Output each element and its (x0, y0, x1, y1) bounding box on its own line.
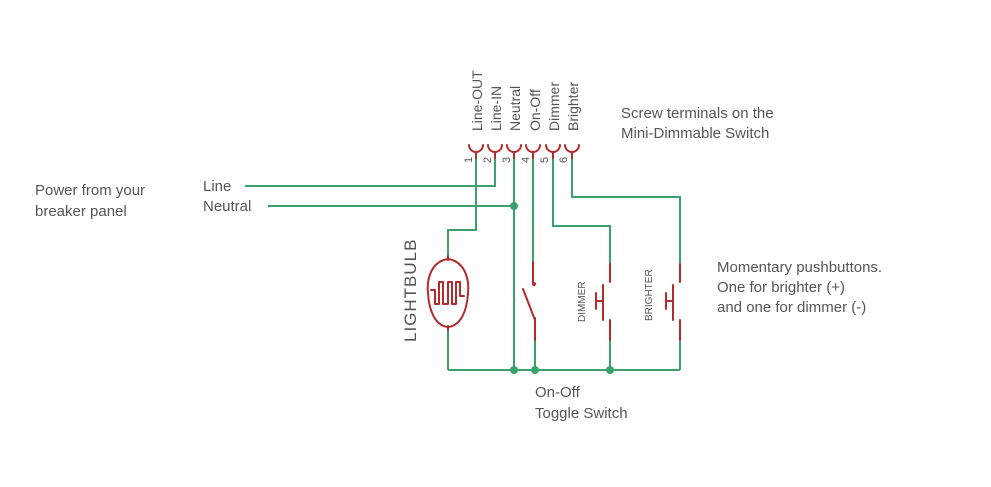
junction-bottom-1 (510, 366, 518, 374)
terminal-3-name: Neutral (507, 86, 523, 131)
brighter-button-icon (665, 263, 681, 341)
terminal-4-number: 4 (520, 157, 532, 163)
terminal-4-symbol (525, 144, 541, 159)
terminal-2-name: Line-IN (488, 86, 504, 131)
lightbulb: LIGHTBULB (401, 239, 470, 342)
brighter-pushbutton: BRIGHTER (644, 263, 681, 341)
terminal-1-symbol (468, 144, 484, 159)
toggle-note-2: Toggle Switch (535, 405, 628, 422)
dimmer-pushbutton: DIMMER (577, 263, 611, 341)
wire-brighter (571, 158, 681, 264)
terminal-6-number: 6 (558, 157, 570, 163)
wire-line-out (447, 158, 477, 256)
terminal-2-number: 2 (482, 157, 494, 163)
junctions (510, 202, 614, 374)
pushbuttons-note-1: Momentary pushbuttons. (717, 259, 882, 276)
toggle-contact-icon (532, 282, 536, 286)
supply-line-label: Line (203, 178, 231, 195)
terminal-5-symbol (545, 144, 561, 159)
dimmer-button-icon (595, 263, 611, 341)
lightbulb-label: LIGHTBULB (401, 239, 420, 342)
terminal-2-symbol (487, 144, 503, 159)
wire-dimmer (552, 158, 611, 264)
power-source-note-1: Power from your (35, 182, 145, 199)
lightbulb-icon (426, 255, 470, 331)
terminals-note-2: Mini-Dimmable Switch (621, 125, 769, 142)
dimmer-label: DIMMER (577, 281, 588, 322)
terminals-note-1: Screw terminals on the (621, 105, 774, 122)
terminal-5-name: Dimmer (546, 82, 562, 131)
screw-terminals (468, 144, 580, 159)
toggle-switch-icon (522, 261, 536, 341)
pushbuttons-note-3: and one for dimmer (-) (717, 299, 866, 316)
terminal-6-name: Brighter (565, 82, 581, 131)
junction-bottom-2 (531, 366, 539, 374)
junction-neutral (510, 202, 518, 210)
wire-line-in (245, 158, 496, 187)
terminal-4-name: On-Off (527, 89, 543, 131)
supply-neutral-label: Neutral (203, 198, 251, 215)
terminal-names: Line-OUT Line-IN Neutral On-Off Dimmer B… (469, 70, 581, 131)
terminal-6-symbol (564, 144, 580, 159)
power-source-note-2: breaker panel (35, 203, 127, 220)
terminal-5-number: 5 (539, 157, 551, 163)
brighter-label: BRIGHTER (644, 269, 655, 321)
terminal-3-number: 3 (501, 157, 513, 163)
terminal-numbers: 1 2 3 4 5 6 (463, 157, 570, 163)
wires (245, 158, 681, 371)
pushbuttons-note-2: One for brighter (+) (717, 279, 845, 296)
junction-bottom-3 (606, 366, 614, 374)
toggle-note-1: On-Off (535, 384, 581, 401)
lightbulb-filament-icon (430, 281, 465, 305)
terminal-1-number: 1 (463, 157, 475, 163)
onoff-toggle-switch (522, 261, 536, 341)
terminal-1-name: Line-OUT (469, 70, 485, 131)
terminal-3-symbol (506, 144, 522, 159)
